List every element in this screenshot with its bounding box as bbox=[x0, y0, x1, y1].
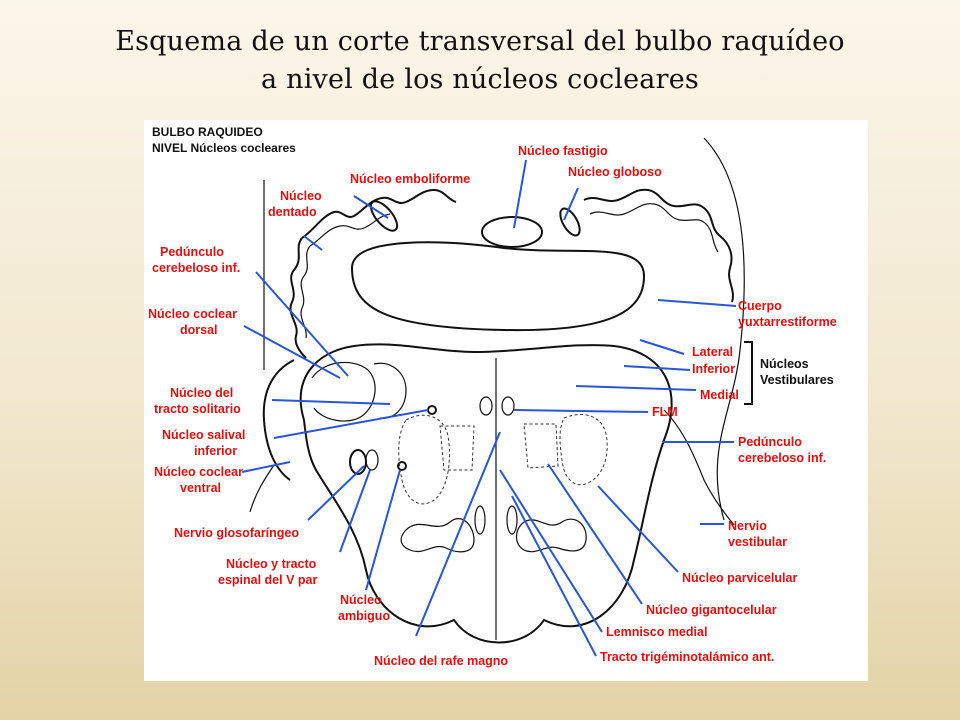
diagram-canvas: BULBO RAQUIDEO NIVEL Núcleos cocleares N… bbox=[148, 125, 837, 668]
slide-title-line-1: Esquema de un corte transversal del bulb… bbox=[115, 26, 845, 57]
label-tracto-solitario-2: tracto solitario bbox=[154, 402, 241, 416]
leader-lines bbox=[241, 159, 737, 657]
leader-inferior bbox=[623, 365, 691, 371]
leader-parvicelular bbox=[597, 485, 679, 573]
label-parvicelular: Núcleo parvicelular bbox=[682, 571, 797, 585]
dentate-folia-outline bbox=[289, 237, 307, 359]
raphe-left-box bbox=[439, 425, 475, 471]
label-nucleo-globoso: Núcleo globoso bbox=[568, 165, 662, 179]
leader-pedunculo-izq bbox=[255, 271, 349, 377]
leader-glosofaringeo bbox=[307, 465, 365, 521]
cerebellar-folia-right bbox=[583, 188, 734, 303]
label-nucleo-fastigio: Núcleo fastigio bbox=[518, 144, 608, 158]
fastigial-nucleus bbox=[481, 216, 543, 248]
label-coclear-ventral-2: ventral bbox=[180, 481, 221, 495]
leader-coclear-ventral bbox=[241, 461, 291, 473]
label-pedunculo-izq-1: Pedúnculo bbox=[160, 245, 224, 259]
leader-espinal-v bbox=[339, 469, 371, 553]
leader-fastigio bbox=[513, 159, 527, 229]
leader-lemnisco bbox=[499, 469, 603, 633]
label-nucleos-2: Vestibulares bbox=[760, 373, 834, 387]
slide-title-line-2: a nivel de los núcleos cocleares bbox=[261, 64, 699, 95]
inferior-olive-left bbox=[400, 518, 475, 553]
label-ambiguo-1: Núcleo bbox=[340, 593, 382, 607]
flm-left bbox=[479, 396, 493, 416]
cochlear-ventral-contour bbox=[262, 359, 295, 481]
reticular-right bbox=[559, 414, 608, 486]
label-coclear-dorsal-2: dorsal bbox=[180, 323, 218, 337]
pyramid-right bbox=[506, 505, 518, 535]
label-nervio-vest-2: vestibular bbox=[728, 535, 787, 549]
leader-tracto-solitario bbox=[271, 399, 391, 405]
label-ambiguo-2: ambiguo bbox=[338, 609, 390, 623]
brainstem-outline bbox=[299, 343, 673, 644]
label-lemnisco: Lemnisco medial bbox=[606, 625, 707, 639]
medulla-cross-section-diagram: BULBO RAQUIDEO NIVEL Núcleos cocleares N… bbox=[144, 120, 868, 681]
ambiguus-circle bbox=[397, 461, 407, 471]
label-nucleo-dentado-1: Núcleo bbox=[280, 189, 322, 203]
solitary-circle bbox=[427, 405, 437, 415]
leader-gigantocelular bbox=[547, 463, 643, 605]
label-pedunculo-izq-2: cerebeloso inf. bbox=[152, 261, 240, 275]
label-nervio-vest-1: Nervio bbox=[728, 519, 767, 533]
vestibular-bracket bbox=[744, 341, 753, 405]
label-flm: FLM bbox=[652, 405, 678, 419]
emboliform-nucleus bbox=[369, 200, 399, 232]
leader-coclear-dorsal bbox=[243, 325, 341, 379]
flm-right bbox=[501, 396, 515, 416]
label-espinal-v-1: Núcleo y tracto bbox=[226, 557, 317, 571]
label-espinal-v-2: espinal del V par bbox=[218, 573, 317, 587]
leader-globoso bbox=[563, 187, 579, 221]
label-pedunculo-der-2: cerebeloso inf. bbox=[738, 451, 826, 465]
label-rafe-magno: Núcleo del rafe magno bbox=[374, 654, 508, 668]
label-nucleos-1: Núcleos bbox=[760, 357, 809, 371]
globose-nucleus bbox=[559, 207, 581, 237]
pyramid-left bbox=[474, 505, 486, 535]
raphe-right-box bbox=[523, 423, 559, 469]
leader-lateral bbox=[639, 339, 685, 355]
label-inferior: Inferior bbox=[692, 362, 735, 376]
label-lateral: Lateral bbox=[692, 345, 733, 359]
diagram-header-line-1: BULBO RAQUIDEO bbox=[152, 125, 263, 139]
label-medial: Medial bbox=[700, 388, 739, 402]
label-nucleo-emboliforme: Núcleo emboliforme bbox=[350, 172, 470, 186]
cerebellar-folia-left bbox=[301, 188, 457, 239]
fourth-ventricle bbox=[350, 241, 646, 332]
label-cuerpo-1: Cuerpo bbox=[738, 299, 782, 313]
leader-salival bbox=[273, 409, 429, 439]
leader-rafe bbox=[415, 431, 501, 637]
label-coclear-dorsal-1: Núcleo coclear bbox=[148, 307, 237, 321]
diagram-header-line-2: NIVEL Núcleos cocleares bbox=[152, 141, 296, 155]
leader-flm bbox=[513, 409, 649, 413]
folia-inner-right bbox=[589, 203, 719, 253]
folia-inner-left-2 bbox=[300, 245, 311, 339]
label-nucleo-dentado-2: dentado bbox=[268, 205, 317, 219]
label-salival-1: Núcleo salival bbox=[162, 428, 245, 442]
anatomy-drawing bbox=[249, 137, 753, 644]
spinal-v-tract bbox=[365, 449, 379, 471]
leader-dentado bbox=[303, 235, 323, 251]
label-pedunculo-der-1: Pedúnculo bbox=[738, 435, 802, 449]
label-salival-2: inferior bbox=[194, 444, 237, 458]
label-gigantocelular: Núcleo gigantocelular bbox=[646, 603, 777, 617]
glossopharyngeal-nerve bbox=[249, 464, 275, 513]
leader-medial bbox=[575, 385, 697, 391]
label-coclear-ventral-1: Núcleo coclear bbox=[154, 465, 243, 479]
label-tracto-solitario-1: Núcleo del bbox=[170, 386, 233, 400]
inferior-olive-right bbox=[515, 518, 587, 553]
right-outer-contour bbox=[703, 137, 745, 521]
reticular-left bbox=[398, 414, 450, 505]
label-trigeminotalamico: Tracto trigéminotalámico ant. bbox=[600, 650, 774, 664]
vestibular-nerve bbox=[663, 409, 735, 526]
label-glosofaringeo: Nervio glosofaríngeo bbox=[174, 526, 299, 540]
leader-trigeminotalamico bbox=[511, 495, 597, 657]
label-cuerpo-2: yuxtarrestiforme bbox=[738, 315, 837, 329]
peduncle-inner bbox=[373, 362, 407, 419]
leader-cuerpo bbox=[657, 299, 737, 307]
leader-emboliforme bbox=[353, 195, 389, 219]
leader-ambiguo bbox=[365, 469, 401, 591]
